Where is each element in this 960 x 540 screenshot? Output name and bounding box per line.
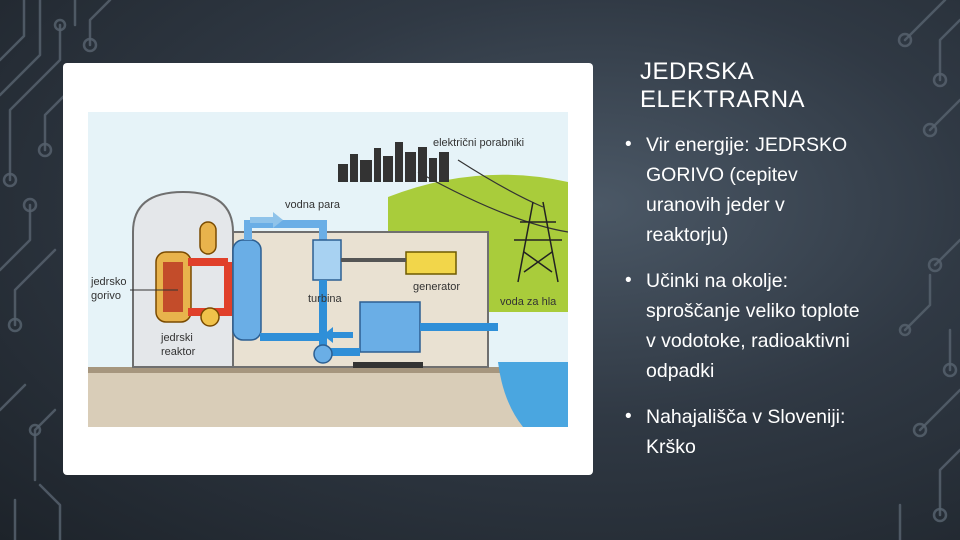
svg-text:gorivo: gorivo: [91, 290, 121, 302]
svg-text:reaktor: reaktor: [161, 346, 196, 358]
svg-text:električni porabniki: električni porabniki: [433, 137, 524, 149]
bullet-text: odpadki: [646, 360, 715, 382]
bullet-text: sproščanje veliko toplote: [646, 300, 860, 322]
svg-text:turbina: turbina: [308, 293, 343, 305]
bullet-icon: •: [625, 134, 632, 155]
bullet-text: Nahajališča v Sloveniji:: [646, 406, 846, 428]
bullet-text: Učinki na okolje:: [646, 270, 788, 292]
bullet-list: • Vir energije: JEDRSKO GORIVO (cepitev …: [625, 130, 945, 478]
bullet-text: reaktorju): [646, 224, 729, 246]
svg-text:vodna para: vodna para: [285, 199, 341, 211]
bullet-text: Vir energije: JEDRSKO: [646, 134, 848, 156]
svg-text:voda za hla: voda za hla: [500, 296, 557, 308]
bullet-locations: • Nahajališča v Sloveniji: Krško: [625, 402, 945, 462]
bullet-text: v vodotoke, radioaktivni: [646, 330, 850, 352]
bullet-text: GORIVO (cepitev: [646, 164, 798, 186]
city-skyline-icon: [338, 142, 449, 182]
bullet-energy-source: • Vir energije: JEDRSKO GORIVO (cepitev …: [625, 130, 945, 250]
bullet-text: Krško: [646, 436, 696, 458]
bullet-environment-effects: • Učinki na okolje: sproščanje veliko to…: [625, 266, 945, 386]
bullet-icon: •: [625, 270, 632, 291]
bullet-icon: •: [625, 406, 632, 427]
slide-title-line-1: JEDRSKA: [640, 58, 755, 85]
svg-text:jedrsko: jedrsko: [90, 276, 126, 288]
svg-text:jedrski: jedrski: [160, 332, 193, 344]
slide-title: JEDRSKA ELEKTRARNA: [640, 58, 940, 114]
pylon-icon: [514, 201, 562, 283]
slide-title-line-2: ELEKTRARNA: [640, 86, 806, 113]
nuclear-plant-diagram: električni porabniki: [88, 112, 568, 427]
bullet-text: uranovih jeder v: [646, 194, 785, 216]
svg-text:generator: generator: [413, 281, 460, 293]
